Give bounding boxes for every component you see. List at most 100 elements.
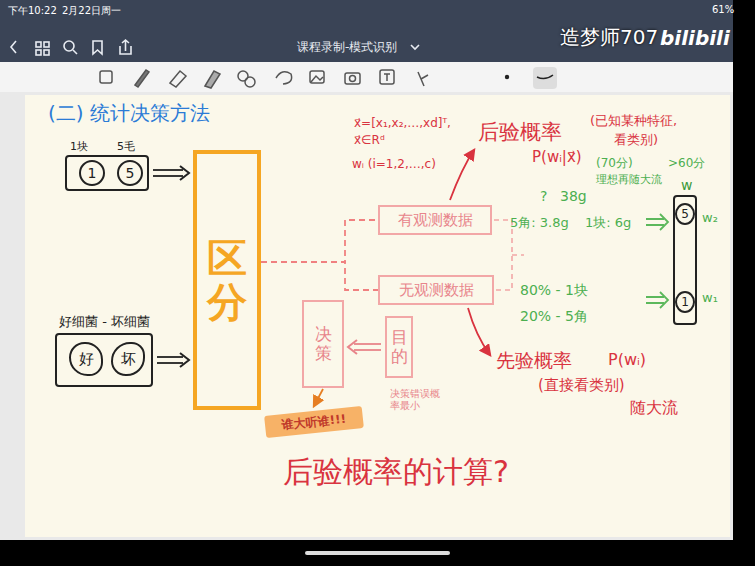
title-bar-icons — [73, 50, 77, 54]
tool-bar-icons — [135, 70, 149, 87]
arrow-shaft — [153, 175, 183, 177]
status-text: 2月22日周一 — [62, 4, 121, 18]
status-text: 下午10:22 — [8, 4, 57, 18]
title-bar-icons — [411, 45, 419, 49]
node-text: 5 — [126, 165, 135, 181]
document-title: 课程录制-模式识别 — [297, 39, 397, 56]
data-box: 无观测数据 — [378, 275, 494, 305]
screen-frame — [305, 551, 450, 555]
goal-box: 目的 — [385, 316, 413, 378]
node-text: 1 — [681, 295, 689, 309]
tool-bar-icons — [310, 71, 324, 83]
screen-frame — [0, 62, 733, 92]
bacteria-box: 好细菌 - 坏细菌好坏 — [55, 333, 153, 387]
node-heading: w — [681, 177, 692, 193]
tool-bar-icons — [311, 76, 323, 82]
arrow-shaft — [354, 349, 381, 351]
note: (直接看类别) — [538, 376, 625, 395]
note: >60分 — [668, 155, 705, 172]
title-bar-icons — [36, 42, 41, 47]
formula: wᵢ (i=1,2,…,c) — [352, 157, 436, 171]
tool-bar-icons — [100, 71, 112, 83]
title-bar-icons — [44, 50, 49, 55]
tool-bar-icons — [205, 71, 220, 88]
note: 20% - 5角 — [520, 308, 588, 326]
note: 5角: 3.8g — [510, 214, 569, 232]
node-text: 1 — [88, 165, 97, 181]
node-text: 区分 — [207, 236, 247, 324]
formula: P(wᵢ|x⃗) — [532, 148, 582, 166]
arrow-head — [348, 340, 357, 354]
title-bar-icons — [64, 41, 74, 51]
node-text: 有观测数据 — [398, 211, 473, 230]
node-text: 坏 — [121, 350, 136, 369]
node-text: 无观测数据 — [399, 281, 474, 300]
tool-bar-icons — [418, 72, 428, 86]
connector — [153, 166, 189, 180]
coin-box: 1块5毛15 — [65, 155, 149, 191]
arrow-head — [180, 166, 189, 180]
connector — [261, 262, 378, 290]
formula: P(wᵢ) — [608, 350, 646, 369]
observation-bracket — [494, 220, 512, 290]
tool-bar-icons — [384, 74, 390, 81]
connector — [261, 220, 378, 262]
screen-frame — [0, 540, 755, 566]
arrow-shaft — [157, 362, 183, 364]
arrow-shaft — [354, 343, 381, 345]
observation-bracket — [512, 254, 524, 256]
node-text: 5 — [681, 207, 689, 221]
node-text: 好 — [79, 350, 94, 369]
watermark: 造梦师707 — [560, 24, 658, 51]
arrow-shaft — [153, 169, 183, 171]
battery-text: 61% — [712, 4, 734, 15]
connector-line — [261, 262, 378, 290]
class-label: w₁ — [702, 290, 718, 305]
tool-bar-icons — [350, 76, 356, 82]
note: (已知某种特征, — [590, 112, 677, 130]
note: ? — [540, 188, 547, 204]
title-bar-icons — [120, 40, 131, 54]
node-text: 目的 — [391, 328, 408, 365]
connector-line — [261, 220, 378, 262]
bacteria-blob: 坏 — [111, 342, 145, 376]
class-label: w₂ — [702, 210, 718, 225]
title-bar-icons — [36, 50, 41, 55]
note: 80% - 1块 — [520, 282, 588, 300]
leader-arrow — [468, 308, 490, 355]
coin-circle: 1 — [79, 160, 105, 186]
title-bar-icons — [93, 41, 102, 54]
tool-bar-icons — [345, 73, 360, 84]
term: 先验概率 — [496, 348, 572, 374]
tool-bar-icons — [170, 71, 186, 87]
note: 38g — [560, 188, 587, 204]
classify-box: 区分 — [193, 150, 261, 410]
connector — [157, 353, 189, 367]
tool-bar-icons — [380, 70, 394, 84]
formula: x⃗=[x₁,x₂,…,xd]ᵀ, — [354, 116, 451, 130]
decision-box: 决策 — [302, 300, 344, 388]
question: 后验概率的计算? — [283, 452, 509, 493]
tool-bar-icons — [245, 77, 255, 87]
note: 决策错误概率最小 — [390, 388, 444, 412]
node-heading: 好细菌 - 坏细菌 — [59, 313, 150, 331]
leader-arrow — [450, 150, 474, 200]
coin-circle: 5 — [117, 160, 143, 186]
screen-frame — [0, 92, 733, 540]
title-bar-icons — [44, 42, 49, 47]
observation-bracket — [494, 220, 524, 290]
screen-frame — [25, 95, 730, 537]
class-arrow — [646, 292, 668, 308]
tool-bar-icons — [505, 75, 509, 79]
title-bar-icons — [11, 41, 16, 53]
node-text: 谁大听谁!!! — [281, 410, 347, 434]
note: 随大流 — [630, 398, 678, 419]
tool-bar-icons — [100, 67, 557, 89]
class-arrow — [646, 214, 668, 230]
node-text: 决策 — [315, 325, 332, 362]
connector — [348, 340, 381, 354]
note: 1块: 6g — [585, 214, 631, 232]
